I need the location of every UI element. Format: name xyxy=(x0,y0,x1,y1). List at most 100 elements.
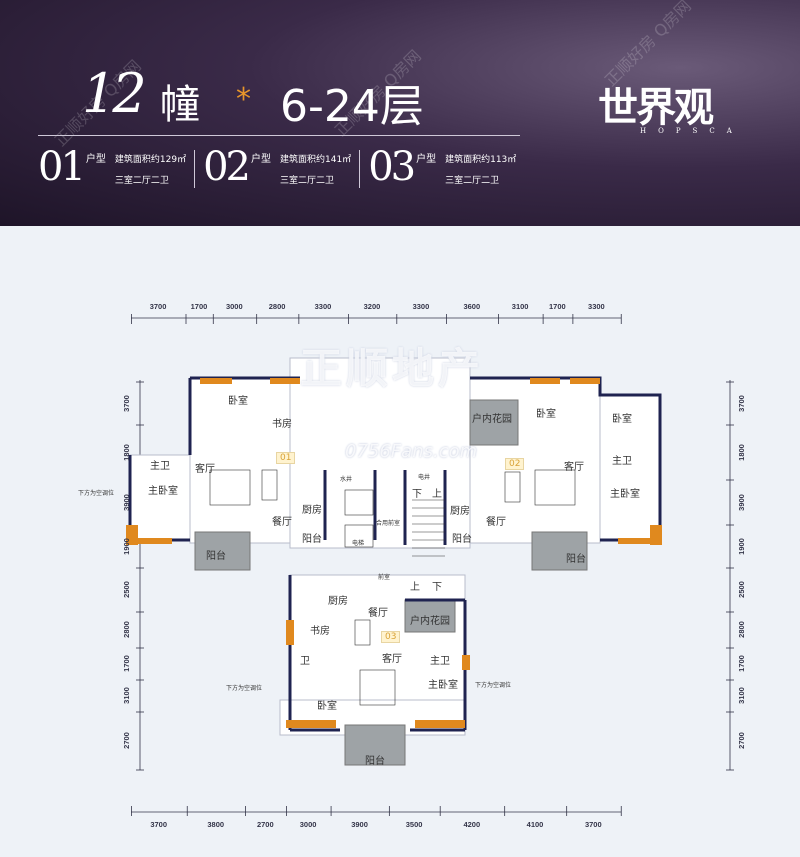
bottom-dimension-label: 3700 xyxy=(150,820,168,829)
stairs-up-label: 上 xyxy=(410,582,420,593)
unit-rooms: 三室二厅二卫 xyxy=(445,176,500,186)
divider xyxy=(194,150,196,188)
unit01-balcony xyxy=(194,531,251,571)
left-dimension-label: 3100 xyxy=(121,687,131,704)
left-dimension-label: 3700 xyxy=(121,394,131,412)
room-label: 卧室 xyxy=(536,409,556,420)
room-label: 客厅 xyxy=(195,464,215,475)
top-dimension-label: 3000 xyxy=(225,302,243,311)
window-bay xyxy=(415,720,465,728)
unit-label: 户型 xyxy=(85,154,106,165)
bottom-dimension-label: 4100 xyxy=(526,820,544,829)
core-area xyxy=(289,357,471,549)
right-dimension-label: 2500 xyxy=(736,581,746,598)
dining-table-icon xyxy=(261,469,278,501)
window xyxy=(462,655,470,670)
bottom-dimension-label: 4200 xyxy=(463,820,481,829)
room-label: 厨房 xyxy=(328,596,348,607)
floor-range: 6-24层 xyxy=(280,81,424,132)
unit03-balcony xyxy=(344,724,406,766)
right-dimension-label: 3100 xyxy=(736,687,746,704)
right-dimension-label: 1900 xyxy=(736,537,746,555)
window xyxy=(530,378,560,384)
sofa-set-icon xyxy=(534,469,576,506)
room-label: 餐厅 xyxy=(486,517,506,528)
building-unit: 幢 xyxy=(160,82,200,128)
brand-logo-en: HOPSCA xyxy=(640,127,744,135)
top-dimension-label: 2800 xyxy=(268,302,286,311)
elevator-icon xyxy=(344,489,374,516)
room-label: 厨房 xyxy=(302,505,322,516)
unit-area: 建筑面积约141㎡ xyxy=(280,155,352,165)
unit-area: 建筑面积约113㎡ xyxy=(445,155,517,165)
dimension-lines xyxy=(131,317,731,813)
right-dimension-label: 1800 xyxy=(736,443,746,461)
room-label: 餐厅 xyxy=(272,517,292,528)
left-dimension-label: 1800 xyxy=(121,443,131,461)
room-label: 电梯 xyxy=(352,540,365,547)
top-dimension-label: 3600 xyxy=(463,302,481,311)
bottom-dimension-label: 3800 xyxy=(207,820,225,829)
divider xyxy=(38,135,520,136)
dining-table-icon xyxy=(354,619,371,646)
right-dimension-label: 3700 xyxy=(736,394,746,412)
room-label: 阳台 xyxy=(365,756,385,767)
bottom-dimension-label: 3700 xyxy=(584,820,602,829)
unit-label: 户型 xyxy=(251,154,271,165)
header-banner: 正顺好房 Q房网 正顺好房 Q房网 正顺好房 Q房网 12 幢 * 6-24层 … xyxy=(0,0,800,226)
room-label: 合用前室 xyxy=(376,520,401,527)
unit01-walls xyxy=(128,376,300,542)
room-label: 主卧室 xyxy=(610,489,640,500)
top-dimension-label: 3300 xyxy=(314,302,332,311)
window-bay xyxy=(618,538,660,544)
room-label: 主卫 xyxy=(430,656,450,667)
room-label: 卧室 xyxy=(317,701,337,712)
unit-type-01: 01 户型 建筑面积约129㎡ 三室二厅二卫 xyxy=(38,145,186,189)
top-dimension-label: 3700 xyxy=(149,302,167,311)
watermark: 正顺地产 xyxy=(300,344,485,393)
room-label: 书房 xyxy=(310,626,330,637)
top-dimension-label: 1700 xyxy=(190,302,208,311)
top-dimension-label: 3200 xyxy=(363,302,381,311)
sofa-set-icon xyxy=(209,469,251,506)
unit-badge: 02 xyxy=(505,458,525,470)
unit-type-03: 03 户型 建筑面积约113㎡ 三室二厅二卫 xyxy=(368,145,516,189)
unit-area: 建筑面积约129㎡ xyxy=(114,155,187,165)
window xyxy=(270,378,300,384)
room-label: 主卫 xyxy=(612,456,632,467)
stairs-icon xyxy=(412,499,445,557)
building-number: 12 xyxy=(82,62,147,125)
room-label: 水井 xyxy=(340,476,353,483)
dining-table-icon xyxy=(504,471,521,503)
bottom-dimension-label: 3500 xyxy=(405,820,423,829)
room-label: 客厅 xyxy=(382,654,402,665)
left-dimension-label: 2700 xyxy=(121,732,131,749)
room-label: 厨房 xyxy=(450,506,470,517)
left-dimension-label: 1700 xyxy=(121,655,131,672)
room-label: 主卧室 xyxy=(148,486,178,497)
room-label: 阳台 xyxy=(566,554,586,565)
core-walls xyxy=(323,470,447,545)
watermark: 0756Fans.com xyxy=(345,441,478,462)
window-bay xyxy=(650,525,662,545)
unit-code-03: 03 xyxy=(368,144,416,190)
sofa-set-icon xyxy=(359,669,396,706)
right-dimension-label: 1700 xyxy=(736,655,746,672)
room-label: 书房 xyxy=(272,419,292,430)
ac-note: 下方为空调位 xyxy=(475,682,512,689)
ac-note: 下方为空调位 xyxy=(78,490,115,497)
right-dimension-label: 2700 xyxy=(736,732,746,749)
window xyxy=(286,620,294,645)
right-dimension-label: 3900 xyxy=(736,493,746,511)
top-dimension-label: 3300 xyxy=(412,302,430,311)
room-label: 餐厅 xyxy=(368,608,388,619)
elevator-icon xyxy=(344,524,374,548)
window xyxy=(200,378,232,384)
unit-badge: 01 xyxy=(276,452,296,464)
unit-type-02: 02 户型 建筑面积约141㎡ 三室二厅二卫 xyxy=(203,145,351,189)
unit-label: 户型 xyxy=(416,154,437,165)
unit-rooms: 三室二厅二卫 xyxy=(280,176,335,186)
ac-note: 下方为空调位 xyxy=(226,685,263,692)
room-label: 阳台 xyxy=(302,534,322,545)
